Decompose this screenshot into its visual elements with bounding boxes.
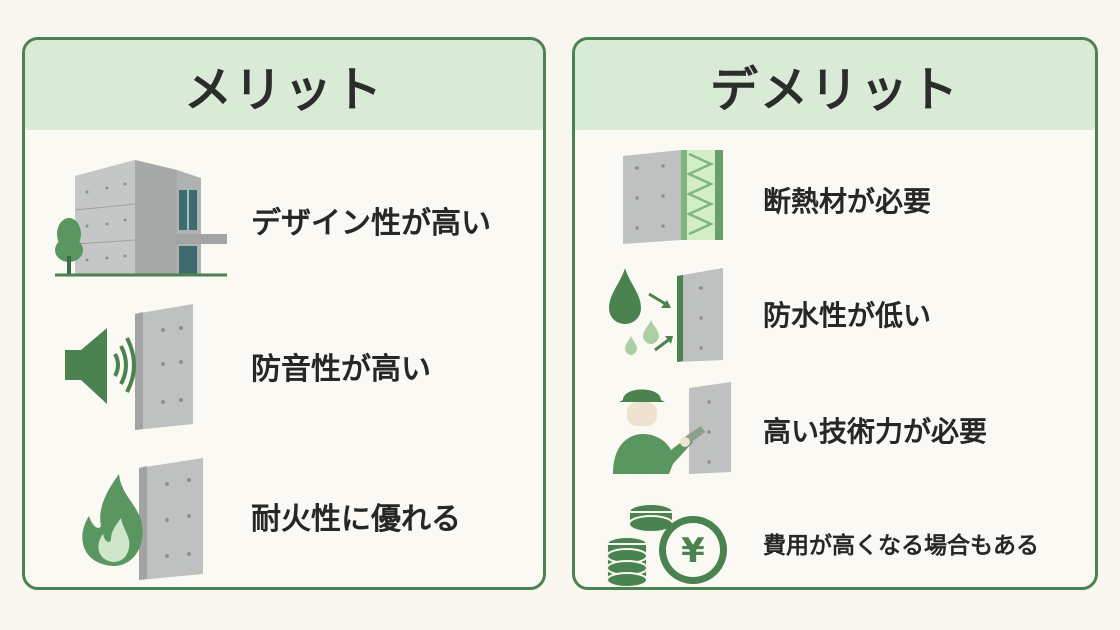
demerits-title: デメリット xyxy=(709,62,960,118)
concrete-building-icon xyxy=(55,160,227,277)
demerit-label-technique: 高い技術力が必要 xyxy=(763,415,988,448)
insulation-wall-icon xyxy=(623,150,723,244)
speaker-wall-icon xyxy=(65,304,193,430)
svg-text:¥: ¥ xyxy=(681,531,705,571)
demerits-panel: デメリット 断熱材が必要 防水性が低い xyxy=(572,37,1098,590)
demerit-label-insulation: 断熱材が必要 xyxy=(763,185,932,218)
merits-panel: メリット デザイン性が高い xyxy=(22,37,546,590)
demerit-label-cost: 費用が高くなる場合もある xyxy=(763,533,1039,559)
demerits-header: デメリット xyxy=(575,40,1095,130)
merit-label-design: デザイン性が高い xyxy=(251,206,491,241)
merit-label-soundproof: 防音性が高い xyxy=(251,352,431,387)
merits-title: メリット xyxy=(183,62,384,118)
water-drop-wall-icon xyxy=(609,268,723,362)
merit-label-fireproof: 耐火性に優れる xyxy=(251,502,461,537)
yen-coins-icon: ¥ xyxy=(606,503,727,587)
merits-header: メリット xyxy=(25,40,543,130)
fire-wall-icon xyxy=(82,458,203,580)
worker-plastering-icon xyxy=(613,382,731,474)
demerit-label-waterproof: 防水性が低い xyxy=(763,299,932,332)
